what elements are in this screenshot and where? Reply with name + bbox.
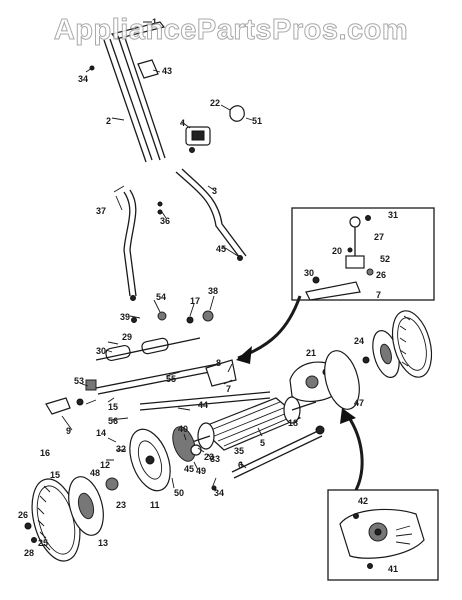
lower-handle-left xyxy=(123,191,131,297)
label-part-34a: 34 xyxy=(78,74,88,84)
label-part-17: 17 xyxy=(190,296,200,306)
label-part-54: 54 xyxy=(156,292,166,302)
cutting-reel xyxy=(179,396,325,479)
lower-handle-right xyxy=(175,171,241,259)
label-part-7a: 7 xyxy=(226,384,231,394)
label-part-14: 14 xyxy=(96,428,106,438)
label-part-45b: 45 xyxy=(184,464,194,474)
label-part-32: 32 xyxy=(116,444,126,454)
label-part-41: 41 xyxy=(388,564,398,574)
label-part-49: 49 xyxy=(196,466,206,476)
label-part-26b: 26 xyxy=(376,270,386,280)
label-part-3: 3 xyxy=(212,186,217,196)
inset-top-right xyxy=(236,207,435,364)
label-part-25: 25 xyxy=(38,538,48,548)
label-part-52: 52 xyxy=(380,254,390,264)
label-part-56: 56 xyxy=(108,416,118,426)
label-part-11: 11 xyxy=(150,500,160,510)
handle-left-tube xyxy=(103,39,147,163)
label-part-37: 37 xyxy=(96,206,106,216)
label-part-39: 39 xyxy=(120,312,130,322)
label-part-12: 12 xyxy=(100,460,110,470)
leader-lines xyxy=(61,21,263,489)
label-part-36: 36 xyxy=(160,216,170,226)
label-part-33: 33 xyxy=(210,454,220,464)
label-part-4: 4 xyxy=(180,118,185,128)
part-labels: 1 2 3 4 5 6 7 7 8 9 11 12 13 14 15 15 16… xyxy=(18,17,398,574)
label-part-50: 50 xyxy=(174,488,184,498)
label-part-16: 16 xyxy=(40,448,50,458)
label-part-31: 31 xyxy=(388,210,398,220)
label-part-45a: 45 xyxy=(216,244,226,254)
label-part-30a: 30 xyxy=(96,346,106,356)
label-part-35: 35 xyxy=(234,446,244,456)
inset-frame-bottom xyxy=(327,489,439,581)
label-part-34b: 34 xyxy=(214,488,224,498)
label-part-15a: 15 xyxy=(50,470,60,480)
label-part-51: 51 xyxy=(252,116,262,126)
label-part-30b: 30 xyxy=(304,268,314,278)
label-part-40: 40 xyxy=(178,424,188,434)
inset-bracket-7 xyxy=(305,281,361,301)
label-part-9: 9 xyxy=(66,426,71,436)
label-part-28: 28 xyxy=(24,548,34,558)
label-part-21: 21 xyxy=(306,348,316,358)
label-part-22: 22 xyxy=(210,98,220,108)
label-part-2: 2 xyxy=(106,116,111,126)
label-part-5: 5 xyxy=(260,438,265,448)
label-part-55: 55 xyxy=(166,374,176,384)
label-part-43: 43 xyxy=(162,66,172,76)
label-part-27: 27 xyxy=(374,232,384,242)
label-part-20: 20 xyxy=(332,246,342,256)
handle-assembly xyxy=(89,21,247,301)
label-part-1: 1 xyxy=(152,17,157,27)
label-part-15b: 15 xyxy=(108,402,118,412)
label-part-23a: 23 xyxy=(116,500,126,510)
clip-51 xyxy=(229,105,245,122)
bracket-7 xyxy=(205,359,237,387)
label-part-26a: 26 xyxy=(18,510,28,520)
label-part-44: 44 xyxy=(198,400,208,410)
roller-assembly xyxy=(45,310,271,415)
label-part-38: 38 xyxy=(208,286,218,296)
label-part-6: 6 xyxy=(238,460,243,470)
label-part-47: 47 xyxy=(354,398,364,408)
label-part-42: 42 xyxy=(358,496,368,506)
handle-grip-bar xyxy=(110,21,166,40)
wheel-cover-47 xyxy=(324,350,360,410)
label-part-8: 8 xyxy=(216,358,221,368)
bracket-43 xyxy=(137,59,159,79)
label-part-53: 53 xyxy=(74,376,84,386)
label-part-18: 18 xyxy=(288,418,298,428)
left-wheel-assembly xyxy=(24,426,217,562)
label-part-7b: 7 xyxy=(376,290,381,300)
inset-frame-top xyxy=(291,207,435,301)
label-part-23b: 23 xyxy=(204,452,214,462)
label-part-29: 29 xyxy=(122,332,132,342)
label-part-48: 48 xyxy=(90,468,100,478)
right-wheel-assembly xyxy=(289,310,433,410)
label-part-24: 24 xyxy=(354,336,364,346)
label-part-13: 13 xyxy=(98,538,108,548)
inset-bottom-right xyxy=(327,408,439,581)
